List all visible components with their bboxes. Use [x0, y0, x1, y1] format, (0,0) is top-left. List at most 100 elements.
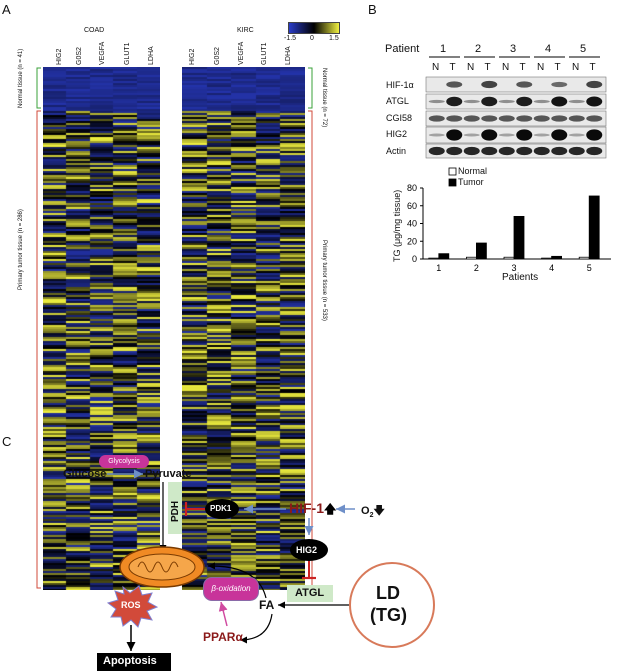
- blot-band: [446, 129, 463, 141]
- blot-band: [586, 80, 603, 89]
- blot-band: [481, 146, 498, 156]
- blot-band: [586, 96, 603, 107]
- panel-label-c: C: [2, 434, 12, 449]
- legend-normal-swatch: [448, 167, 457, 176]
- chart-x-tick-label: 2: [474, 263, 479, 273]
- blot-lane-label: N: [432, 62, 440, 73]
- blot-lane-label: T: [484, 62, 491, 73]
- right-normal-bracket: [308, 67, 313, 109]
- heatmap-kirc: [182, 67, 305, 590]
- blot-band: [463, 115, 480, 122]
- blot-lane-label: N: [502, 62, 510, 73]
- blot-lane-label: T: [519, 62, 526, 73]
- hif-label: HIF-1🡅: [289, 500, 337, 516]
- ros-label: ROS: [121, 600, 141, 610]
- blot-band: [498, 99, 515, 104]
- blot-band: [533, 99, 550, 104]
- hif-up-arrow: 🡅: [324, 502, 337, 516]
- glycolysis-pill: Glycolysis: [99, 455, 149, 468]
- blot-band: [533, 133, 550, 137]
- blot-band: [568, 146, 585, 156]
- pyruvate-label: Pyruvate: [145, 468, 192, 480]
- heatmap-colorbar: [288, 22, 340, 34]
- blot-band: [551, 81, 568, 88]
- blot-band: [551, 96, 568, 107]
- chart-xlabel: Patients: [502, 272, 539, 283]
- chart-x-tick-label: 5: [587, 263, 592, 273]
- blot-lane-label: T: [589, 62, 596, 73]
- panel-label-a: A: [2, 2, 11, 17]
- chart-y-tick-label: 40: [407, 219, 417, 229]
- o2-down-arrow: 🡇: [373, 505, 385, 517]
- glucose-label: Glucose: [63, 468, 107, 480]
- blot-lane-label: T: [554, 62, 561, 73]
- pdh-label: PDH: [170, 500, 181, 522]
- legend-normal-label: Normal: [458, 166, 488, 176]
- blot-band: [446, 146, 463, 156]
- blot-band: [428, 115, 445, 122]
- colorbar-tick-low: -1.5: [284, 35, 297, 42]
- ros-burst: [106, 585, 159, 628]
- blot-band: [516, 96, 533, 107]
- chart-x-tick-label: 1: [436, 263, 441, 273]
- blot-band: [586, 146, 603, 156]
- arrow-fa-ppar: [239, 613, 273, 644]
- blot-band: [498, 115, 515, 122]
- bar-tumor-2: [475, 242, 487, 260]
- bar-tumor-3: [513, 215, 525, 260]
- o2-label: O2🡇: [361, 505, 385, 520]
- blot-protein-actin: Actin: [386, 146, 407, 156]
- bar-tumor-5: [588, 195, 600, 260]
- ld-node: [349, 562, 435, 648]
- blot-band: [516, 146, 533, 156]
- chart-y-tick-label: 20: [407, 236, 417, 246]
- blot-band: [568, 115, 585, 122]
- bar-tumor-4: [551, 255, 562, 260]
- bar-tumor-1: [438, 253, 450, 260]
- blot-band: [586, 129, 603, 141]
- blot-band: [551, 129, 568, 141]
- panel-label-b: B: [368, 2, 377, 17]
- atgl-label: ATGL: [295, 587, 325, 599]
- blot-patient-1: 1: [440, 43, 447, 55]
- blot-band: [428, 99, 445, 104]
- apoptosis-box: [97, 653, 171, 671]
- arrow-fa-mito: [207, 562, 267, 599]
- blot-band: [481, 115, 498, 122]
- ld-label: LD: [376, 583, 400, 603]
- pdk1-label: PDK1: [210, 504, 232, 513]
- tg-label: (TG): [370, 605, 407, 625]
- blot-patient-2: 2: [475, 43, 482, 55]
- atgl-box: [287, 585, 333, 602]
- blot-lane-label: N: [572, 62, 580, 73]
- colorbar-tick-mid: 0: [310, 35, 314, 42]
- blot-band: [463, 146, 480, 156]
- blot-band: [446, 96, 463, 107]
- blot-patient-4: 4: [545, 43, 552, 55]
- blot-band: [481, 80, 498, 89]
- blot-protein-cgi58: CGI58: [386, 113, 413, 123]
- blot-band: [551, 115, 568, 122]
- blot-band: [516, 115, 533, 122]
- blot-band: [428, 133, 445, 137]
- hig2-label: HIG2: [296, 545, 318, 555]
- chart-y-tick-label: 0: [412, 254, 417, 264]
- chart-x-tick-label: 3: [511, 263, 516, 273]
- blot-lane-label: N: [537, 62, 545, 73]
- blot-patient-3: 3: [510, 43, 517, 55]
- apoptosis-label: Apoptosis: [103, 655, 157, 667]
- blot-band: [463, 133, 480, 137]
- blot-band: [446, 115, 463, 122]
- chart-y-tick-label: 60: [407, 201, 417, 211]
- chart-x-tick-label: 4: [549, 263, 554, 273]
- blot-band: [568, 99, 585, 104]
- blot-protein-atgl: ATGL: [386, 96, 409, 106]
- left-tumor-bracket: [36, 110, 41, 589]
- blot-band: [481, 96, 498, 107]
- colorbar-tick-high: 1.5: [329, 35, 339, 42]
- blot-band: [516, 129, 533, 141]
- pdh-box: [168, 482, 182, 534]
